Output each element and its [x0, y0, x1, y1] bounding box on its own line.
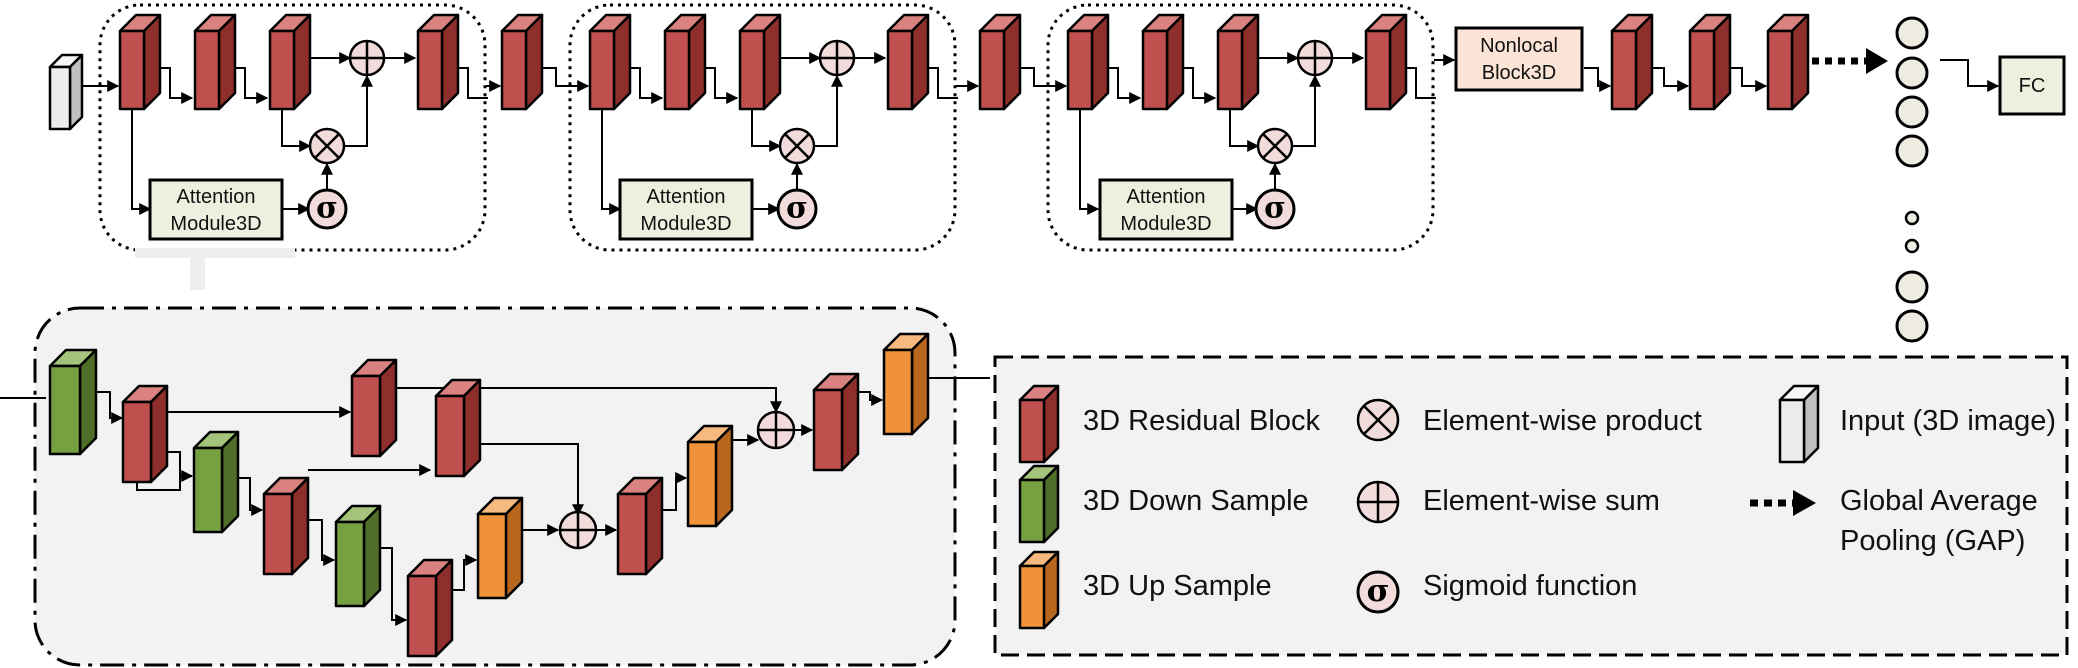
legend-icon-sigmoid: σ [1356, 570, 1400, 614]
gap-ellipsis-dot-1 [1904, 210, 1920, 226]
gap-node-4 [1895, 134, 1929, 168]
legend-label-gap-a: Global Average [1840, 485, 2038, 517]
detail-up-sample-2 [686, 424, 734, 528]
detail-down-sample-1 [48, 348, 98, 456]
stage-3-residual-block-4 [1364, 13, 1408, 111]
detail-residual-3 [406, 558, 454, 658]
blocks: σ σ σ σ [48, 13, 1929, 658]
tail-residual-block-1 [1610, 13, 1654, 111]
attention-module-detail-panel [33, 306, 957, 667]
stage-1-sum-op [348, 39, 386, 77]
stage-1-residual-block-3 [268, 13, 312, 111]
detail-down-sample-2 [192, 430, 240, 534]
detail-sum-op-1 [558, 510, 598, 550]
stage-2-sigmoid-op-symbol: σ [786, 190, 808, 225]
gap-node-6 [1895, 309, 1929, 343]
legend-label-up: 3D Up Sample [1083, 570, 1272, 602]
stage-2-residual-block-4 [886, 13, 930, 111]
stage-1-product-op [308, 127, 346, 165]
detail-up-sample-1 [476, 496, 524, 600]
tail-residual-block-2 [1688, 13, 1732, 111]
stage-1-sigmoid-op-symbol: σ [316, 190, 338, 225]
stage-3-residual-block-1 [1066, 13, 1110, 111]
detail-up-sample-3 [882, 332, 930, 436]
stage-3-sigmoid-op: σ [1254, 188, 1296, 230]
stage-2-sigmoid-op: σ [776, 188, 818, 230]
detail-down-sample-3 [334, 504, 382, 608]
stage-1-residual-block-4 [416, 13, 460, 111]
gap-node-3 [1895, 95, 1929, 129]
stage-2-residual-block-2 [663, 13, 707, 111]
detail-residual-1 [121, 384, 169, 484]
legend-icon-residual [1018, 384, 1060, 464]
input-3d-image-block [48, 53, 84, 131]
attention-module-label-3b: Module3D [1120, 213, 1211, 235]
mid-residual-block-2 [978, 13, 1022, 111]
attention-module-label-3a: Attention [1127, 186, 1206, 208]
attention-stage-3-outline [1046, 3, 1435, 252]
attention-stage-1-outline [98, 3, 487, 252]
legend-label-sum: Element-wise sum [1423, 485, 1660, 517]
attention-module-label-2a: Attention [647, 186, 726, 208]
stage-3-sum-op [1296, 39, 1334, 77]
tail-residual-block-3 [1766, 13, 1810, 111]
stage-2-sum-op [818, 39, 856, 77]
stage-3-residual-block-2 [1141, 13, 1185, 111]
detail-residual-top [350, 358, 398, 458]
detail-residual-5 [812, 372, 860, 472]
legend-icon-input [1778, 384, 1820, 464]
legend-label-gap-b: Pooling (GAP) [1840, 525, 2025, 557]
fc-label: FC [2019, 75, 2046, 97]
stage-1-sigmoid-op: σ [306, 188, 348, 230]
legend-icon-gap-head [1793, 490, 1816, 516]
attention-module-box-3: Attention Module3D [1098, 178, 1234, 241]
stage-3-sigmoid-op-symbol: σ [1264, 190, 1286, 225]
gap-node-2 [1895, 56, 1929, 90]
legend-icon-sigmoid-symbol: σ [1367, 573, 1390, 609]
gap-ellipsis-dot-2 [1904, 238, 1920, 254]
connectors [0, 52, 2000, 626]
legend-label-sigmoid: Sigmoid function [1423, 570, 1637, 602]
stage-1-residual-block-2 [193, 13, 237, 111]
gap-node-5 [1895, 270, 1929, 304]
legend-label-input: Input (3D image) [1840, 405, 2056, 437]
nonlocal-label-a: Nonlocal [1480, 35, 1558, 57]
gap-arrow-head [1866, 48, 1888, 74]
gap-node-1 [1895, 16, 1929, 50]
stage-2-product-op [778, 127, 816, 165]
stage-3-residual-block-3 [1216, 13, 1260, 111]
attention-module-label-2b: Module3D [640, 213, 731, 235]
legend-label-product: Element-wise product [1423, 405, 1702, 437]
mid-residual-block-1 [500, 13, 544, 111]
nonlocal-block: Nonlocal Block3D [1454, 26, 1584, 92]
legend-icon-product [1356, 398, 1400, 442]
detail-residual-2 [262, 476, 310, 576]
stage-2-residual-block-1 [588, 13, 632, 111]
attention-module-box-2: Attention Module3D [618, 178, 754, 241]
legend-icon-sum [1356, 480, 1400, 524]
detail-sum-op-2 [756, 410, 796, 450]
legend-box [993, 355, 2069, 657]
attention-module-label-1a: Attention [177, 186, 256, 208]
detail-callout [135, 248, 295, 290]
legend-label-down: 3D Down Sample [1083, 485, 1309, 517]
stage-3-product-op [1256, 127, 1294, 165]
detail-residual-4 [616, 476, 664, 576]
attention-stage-2-outline [568, 3, 957, 252]
stage-2-residual-block-3 [738, 13, 782, 111]
attention-module-label-1b: Module3D [170, 213, 261, 235]
legend-icon-down [1018, 464, 1060, 544]
stage-1-residual-block-1 [118, 13, 162, 111]
fc-block: FC [1998, 55, 2066, 116]
legend-icon-up [1018, 550, 1060, 630]
detail-residual-mid [434, 378, 482, 478]
attention-module-box-1: Attention Module3D [148, 178, 284, 241]
nonlocal-label-b: Block3D [1482, 62, 1556, 84]
legend-label-residual: 3D Residual Block [1083, 405, 1320, 437]
